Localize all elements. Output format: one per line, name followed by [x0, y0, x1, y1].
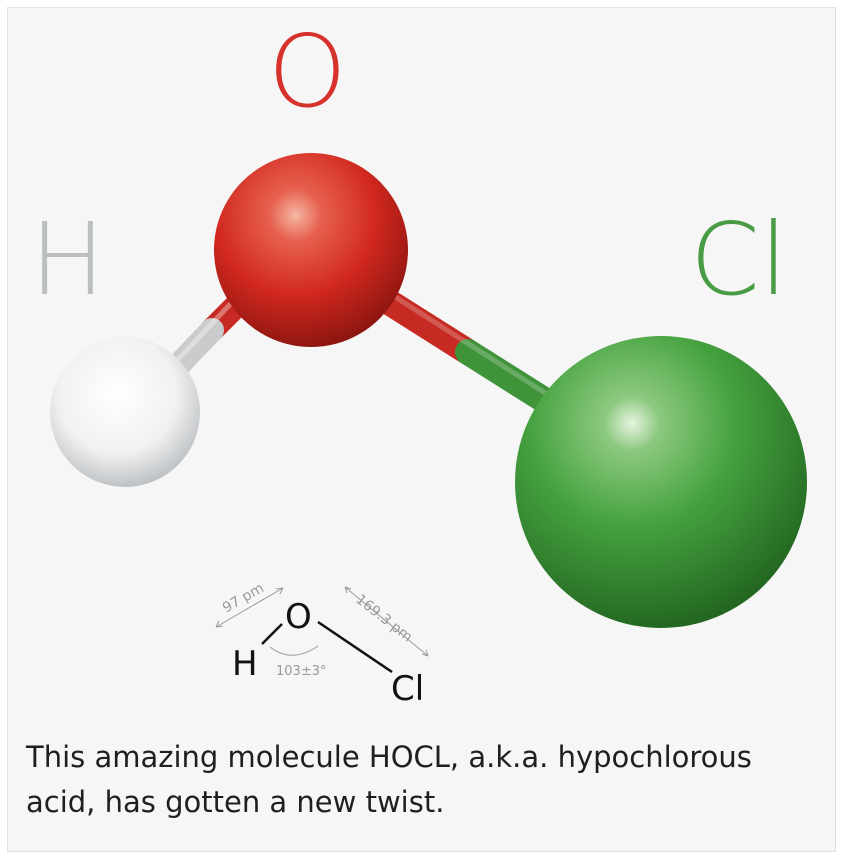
caption-text: This amazing molecule HOCL, a.k.a. hypoc… [26, 740, 752, 819]
structure-h-label: H [232, 644, 258, 684]
bond-ocl-length: 169.3 pm [353, 592, 416, 646]
structure-cl-label: Cl [391, 669, 424, 709]
bond-angle-arc [269, 645, 319, 656]
structure-bond-o-cl [317, 620, 393, 674]
hydrogen-label: H [30, 201, 106, 318]
bond-oh-arrow [215, 587, 284, 628]
structure-bond-o-h [261, 623, 283, 645]
oxygen-label: O [268, 13, 347, 130]
oxygen-atom [214, 153, 408, 347]
structure-o-label: O [285, 597, 312, 637]
chlorine-label: Cl [690, 201, 788, 318]
hocl-ball-and-stick-model: O H Cl 97 pm 169.3 pm 103±3° [50, 153, 807, 709]
structural-formula: O H Cl 97 pm 169.3 pm 103±3° [215, 580, 429, 709]
bond-ocl-arrow [344, 586, 429, 657]
hydrogen-atom [50, 337, 200, 487]
chlorine-atom [515, 336, 807, 628]
bond-angle: 103±3° [276, 664, 326, 679]
bond-o-cl [357, 277, 573, 423]
